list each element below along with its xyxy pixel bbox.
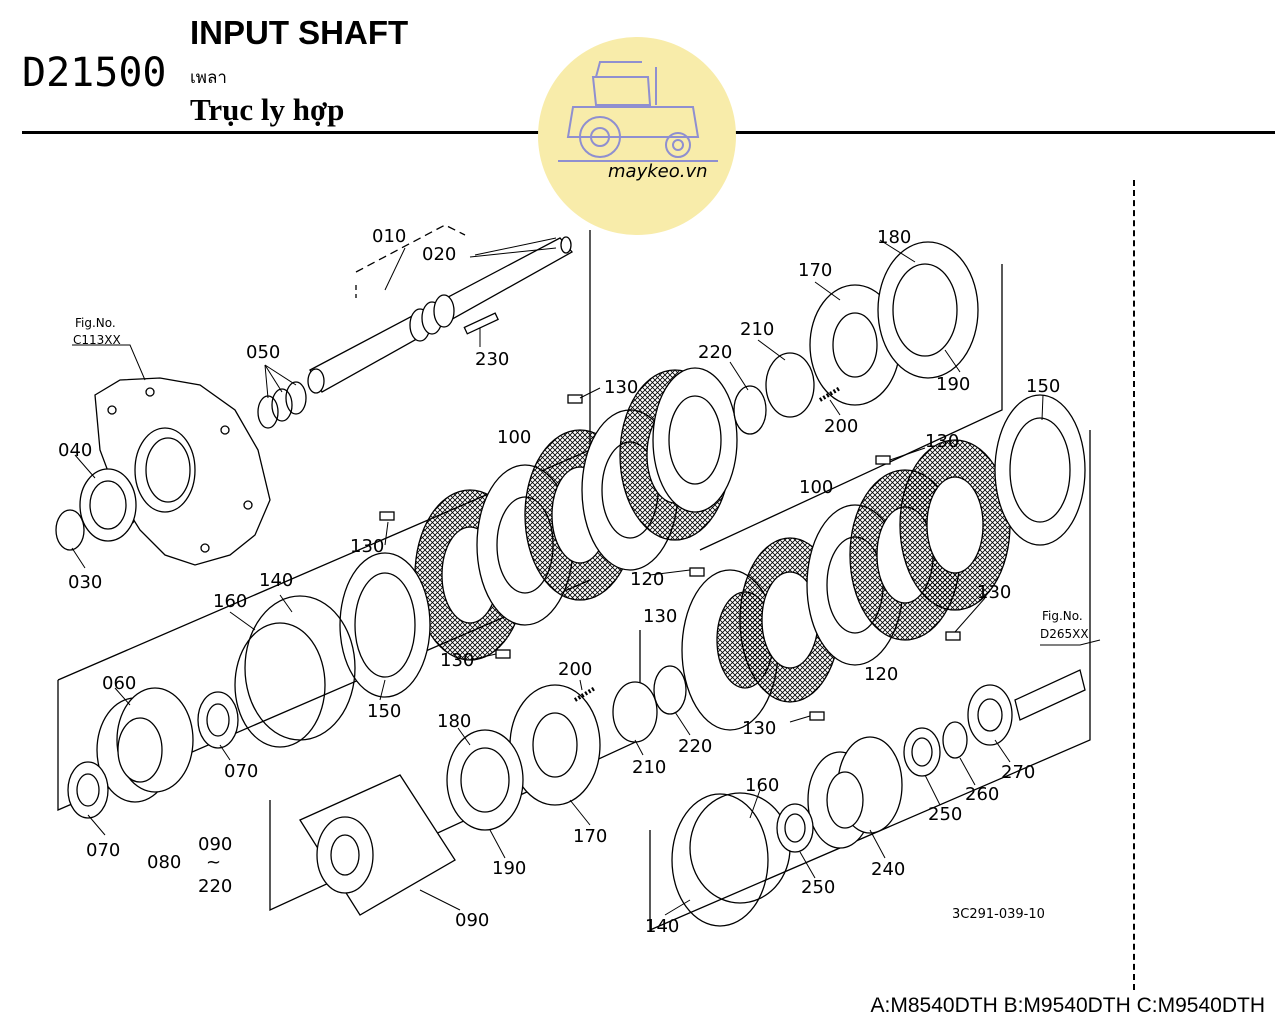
snap-ring-030 bbox=[55, 509, 85, 551]
part-label: 190 bbox=[492, 858, 526, 879]
part-label: 040 bbox=[58, 440, 92, 461]
part-label: 140 bbox=[259, 570, 293, 591]
part-label: 270 bbox=[1001, 762, 1035, 783]
part-label: 210 bbox=[740, 319, 774, 340]
part-label: 120 bbox=[864, 664, 898, 685]
part-label: 080 bbox=[147, 852, 181, 873]
part-label: 230 bbox=[475, 349, 509, 370]
page-title: INPUT SHAFT bbox=[190, 14, 409, 51]
part-label: 020 bbox=[422, 244, 456, 265]
part-label: 130 bbox=[977, 582, 1011, 603]
part-label: 190 bbox=[936, 374, 970, 395]
part-label: 130 bbox=[742, 718, 776, 739]
watermark-logo: maykeo.vn bbox=[538, 37, 736, 235]
part-label: 250 bbox=[801, 877, 835, 898]
part-label: 220 bbox=[198, 876, 232, 897]
seal-rings-050 bbox=[257, 381, 307, 429]
part-label: 070 bbox=[86, 840, 120, 861]
fig-ref-label-right: Fig.No. bbox=[1042, 609, 1083, 623]
part-label: 150 bbox=[1026, 376, 1060, 397]
part-label: 120 bbox=[630, 569, 664, 590]
part-label: 140 bbox=[645, 916, 679, 937]
bearings-070 bbox=[67, 691, 239, 819]
part-label: 160 bbox=[213, 591, 247, 612]
part-label: 220 bbox=[678, 736, 712, 757]
part-label: 100 bbox=[497, 427, 531, 448]
part-label: 010 bbox=[372, 226, 406, 247]
part-label: 050 bbox=[246, 342, 280, 363]
part-label: 210 bbox=[632, 757, 666, 778]
gear-060 bbox=[96, 687, 194, 803]
fig-ref-label-left: Fig.No. bbox=[75, 316, 116, 330]
part-label: 090 bbox=[198, 834, 232, 855]
part-label: 260 bbox=[965, 784, 999, 805]
gear-240 bbox=[807, 736, 903, 849]
clutch-pack-lower bbox=[681, 394, 1086, 731]
svg-text:maykeo.vn: maykeo.vn bbox=[608, 161, 708, 182]
part-label: 070 bbox=[224, 761, 258, 782]
part-label: 060 bbox=[102, 673, 136, 694]
page-boundary-dashed bbox=[1133, 180, 1135, 990]
part-label: 130 bbox=[350, 536, 384, 557]
range-tilde: ~ bbox=[206, 852, 221, 873]
drawing-number: 3C291-039-10 bbox=[952, 907, 1045, 922]
part-label: 240 bbox=[871, 859, 905, 880]
applicable-models: A:M8540DTH B:M9540DTH C:M9540DTH bbox=[870, 994, 1265, 1017]
fig-ref-left: C113XX bbox=[73, 333, 121, 347]
part-label: 030 bbox=[68, 572, 102, 593]
part-label: 180 bbox=[877, 227, 911, 248]
input-shaft bbox=[307, 236, 574, 394]
part-label: 150 bbox=[367, 701, 401, 722]
part-label: 170 bbox=[573, 826, 607, 847]
part-label: 220 bbox=[698, 342, 732, 363]
part-label: 200 bbox=[558, 659, 592, 680]
clutch-drum-090 bbox=[299, 774, 456, 916]
part-label: 180 bbox=[437, 711, 471, 732]
plate-150 bbox=[339, 552, 431, 698]
part-label: 090 bbox=[455, 910, 489, 931]
part-group-code: D21500 bbox=[22, 50, 167, 96]
part-label: 130 bbox=[440, 650, 474, 671]
page-title-vietnamese: Trục ly hợp bbox=[190, 92, 345, 127]
part-label: 160 bbox=[745, 775, 779, 796]
page-title-thai: เพลา bbox=[190, 68, 227, 88]
leader-lines bbox=[71, 237, 1101, 916]
clutch-pack-upper bbox=[414, 367, 738, 661]
part-labels: 010 020 030 040 050 060 070 070 080 090 … bbox=[58, 226, 1060, 937]
bearing-040 bbox=[79, 468, 137, 542]
part-label: 100 bbox=[799, 477, 833, 498]
tractor-icon: maykeo.vn bbox=[558, 61, 718, 182]
part-label: 130 bbox=[643, 606, 677, 627]
fig-ref-right: D265XX bbox=[1040, 627, 1089, 641]
part-label: 250 bbox=[928, 804, 962, 825]
pins-and-springs bbox=[379, 386, 961, 721]
part-label: 130 bbox=[604, 377, 638, 398]
part-label: 130 bbox=[925, 431, 959, 452]
piston-assembly bbox=[446, 241, 979, 831]
part-label: 200 bbox=[824, 416, 858, 437]
part-label: 170 bbox=[798, 260, 832, 281]
bearings-250-270 bbox=[776, 669, 1086, 853]
